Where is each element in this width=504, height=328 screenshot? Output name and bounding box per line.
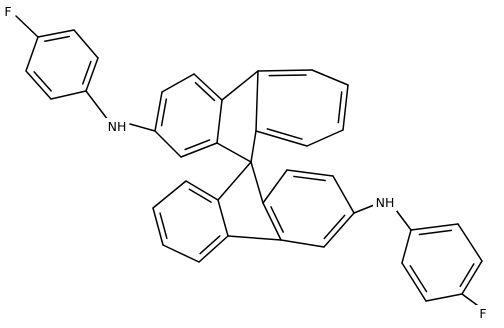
lower-c-n-bond (353, 204, 375, 214)
top-fluorophenyl-ring-bond (25, 36, 39, 72)
bottom-fluorophenyl-ring-bond (461, 260, 483, 295)
upper-left-benzo-ring-bond (154, 91, 163, 132)
lower-biaryl-bond (227, 235, 282, 241)
top-fluorophenyl-ring-double-bond (81, 60, 92, 85)
bottom-fluorophenyl-ring-bond (401, 229, 412, 264)
top-fluorophenyl-ring-bond (25, 70, 52, 100)
lower-left-benzo-ring-bond (152, 207, 164, 246)
amine-right-text: NH (376, 195, 395, 210)
spiro-lower-left-bond (217, 161, 252, 201)
top-fluorophenyl-ring-bond (73, 29, 99, 59)
lower-right-benzo-ring-bond (323, 212, 355, 248)
upper-left-benzo-ring-double-bond (184, 139, 211, 151)
top-fluorophenyl-ring-double-bond (33, 71, 52, 92)
upper-n-c-bond (129, 123, 156, 132)
upper-right-benzo-ring-bond (306, 129, 344, 147)
upper-right-benzo-ring-double-bond (268, 74, 307, 77)
lower-left-benzo-ring-double-bond (159, 212, 168, 240)
top-c-n-bond (85, 90, 109, 121)
lower-right-benzo-ring-bond (286, 169, 334, 177)
upper-right-benzo-ring-bond (257, 69, 313, 72)
fluorine-top-text: F (4, 4, 11, 19)
upper-left-benzo-ring-double-bond (194, 81, 216, 102)
bottom-n-c-bond (395, 209, 412, 231)
bottom-fluorophenyl-ring-double-bond (409, 265, 428, 293)
upper-left-benzo-ring-bond (161, 73, 195, 93)
amine-right-label: NH (373, 194, 397, 211)
lower-right-benzo-ring-double-bond (293, 175, 326, 182)
upper-left-benzo-ring-bond (180, 142, 218, 158)
lower-left-benzo-ring-double-bond (199, 235, 221, 255)
upper-right-benzo-ring-bond (342, 84, 349, 131)
fluorine-top-label: F (1, 3, 15, 20)
lower-right-benzo-ring-bond (332, 175, 355, 214)
upper-left-benzo-ring-double-bond (160, 98, 168, 127)
lower-right-benzo-ring-bond (280, 239, 325, 248)
lower-left-benzo-ring-bond (162, 244, 200, 263)
bottom-fluorophenyl-ring-double-bond (459, 263, 475, 288)
top-fluorophenyl-ring-bond (50, 90, 87, 100)
bottom-fluorophenyl-ring-bond (401, 262, 427, 302)
lower-left-benzo-ring-bond (217, 199, 229, 237)
spiro-upper-right-bond (250, 130, 257, 163)
lower-right-benzo-ring-bond (262, 169, 288, 204)
bottom-fluorophenyl-ring-bond (410, 223, 459, 231)
spiro-upper-left-bond (216, 142, 252, 163)
top-fluorophenyl-ring-bond (85, 57, 99, 92)
upper-right-benzo-ring-bond (255, 130, 308, 147)
lower-right-benzo-ring-bond (262, 202, 282, 241)
upper-right-benzo-ring-bond (311, 69, 349, 86)
spiro-lower-right-bond (250, 161, 264, 204)
upper-right-benzo-ring-double-bond (266, 128, 303, 140)
lower-left-benzo-ring-bond (198, 235, 229, 263)
amine-left-text: NH (108, 119, 127, 134)
bottom-fluorophenyl-ring-double-bond (418, 229, 453, 236)
bond-layer (15, 15, 483, 309)
upper-biaryl-bond (221, 70, 259, 101)
amine-left-label: NH (105, 118, 129, 135)
top-fluorophenyl-ring-double-bond (44, 35, 71, 43)
lower-right-benzo-ring-double-bond (323, 214, 346, 240)
lower-left-benzo-ring-bond (185, 180, 219, 201)
fluorine-bottom-text: F (479, 306, 486, 321)
upper-left-benzo-ring-bond (193, 73, 223, 101)
fluorine-bottom-label: F (476, 305, 490, 322)
top-fluorophenyl-ring-bond (37, 29, 75, 38)
lower-left-benzo-ring-double-bond (188, 188, 212, 203)
bottom-fluorophenyl-ring-bond (425, 293, 463, 302)
upper-left-benzo-ring-bond (154, 130, 182, 158)
lower-left-benzo-ring-bond (152, 180, 187, 209)
top-c-f-bond (15, 15, 39, 38)
upper-right-benzo-ring-bond (255, 70, 259, 132)
upper-right-benzo-ring-double-bond (337, 91, 343, 124)
atom-label-layer: F NH NH F (1, 3, 490, 322)
bottom-fluorophenyl-ring-bond (457, 223, 483, 262)
upper-left-benzo-ring-bond (216, 99, 223, 144)
lower-right-benzo-ring-double-bond (270, 206, 285, 233)
